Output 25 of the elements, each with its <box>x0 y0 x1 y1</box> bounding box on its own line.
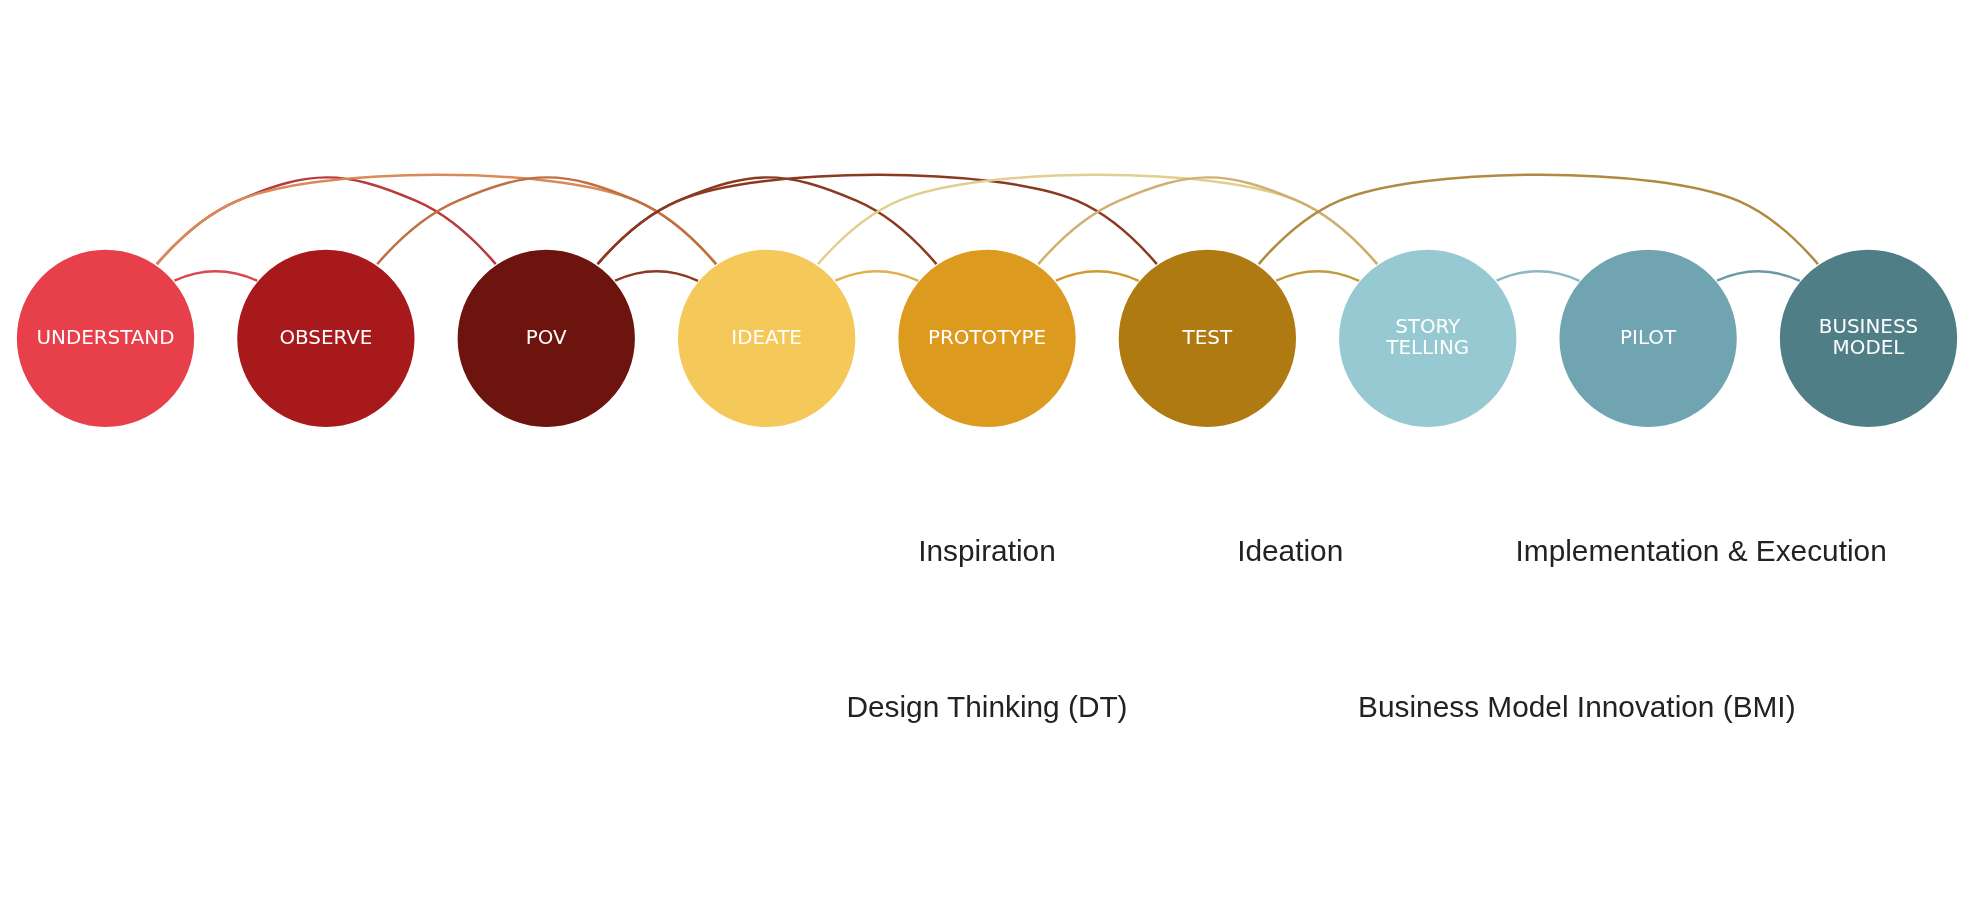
node-circle: UNDERSTAND <box>15 247 196 429</box>
node-circle: TEST <box>1117 247 1298 429</box>
node-circle: PROTOTYPE <box>896 247 1078 429</box>
connector <box>376 175 718 265</box>
label: Ideation <box>1237 533 1344 567</box>
node-circle: PILOT <box>1557 247 1739 429</box>
label: Implementation & Execution <box>1515 533 1887 567</box>
node-circle: STORY TELLING <box>1337 247 1519 429</box>
node-circle: OBSERVE <box>235 247 417 429</box>
node-circle: POV <box>455 247 637 429</box>
connector <box>1037 175 1379 265</box>
connector <box>1055 269 1140 282</box>
connector <box>173 269 258 282</box>
connector <box>1275 269 1360 282</box>
connector <box>1716 269 1801 282</box>
connector <box>1257 172 1819 265</box>
label: Inspiration <box>918 533 1056 567</box>
connector <box>835 269 919 282</box>
connector <box>1496 269 1580 282</box>
connector <box>614 269 699 282</box>
node-circle: IDEATE <box>676 247 857 429</box>
connector <box>596 172 1158 265</box>
node-circle: BUSINESS MODEL <box>1778 247 1959 429</box>
label: Design Thinking (DT) <box>846 689 1128 723</box>
label: Business Model Innovation (BMI) <box>1358 689 1796 723</box>
